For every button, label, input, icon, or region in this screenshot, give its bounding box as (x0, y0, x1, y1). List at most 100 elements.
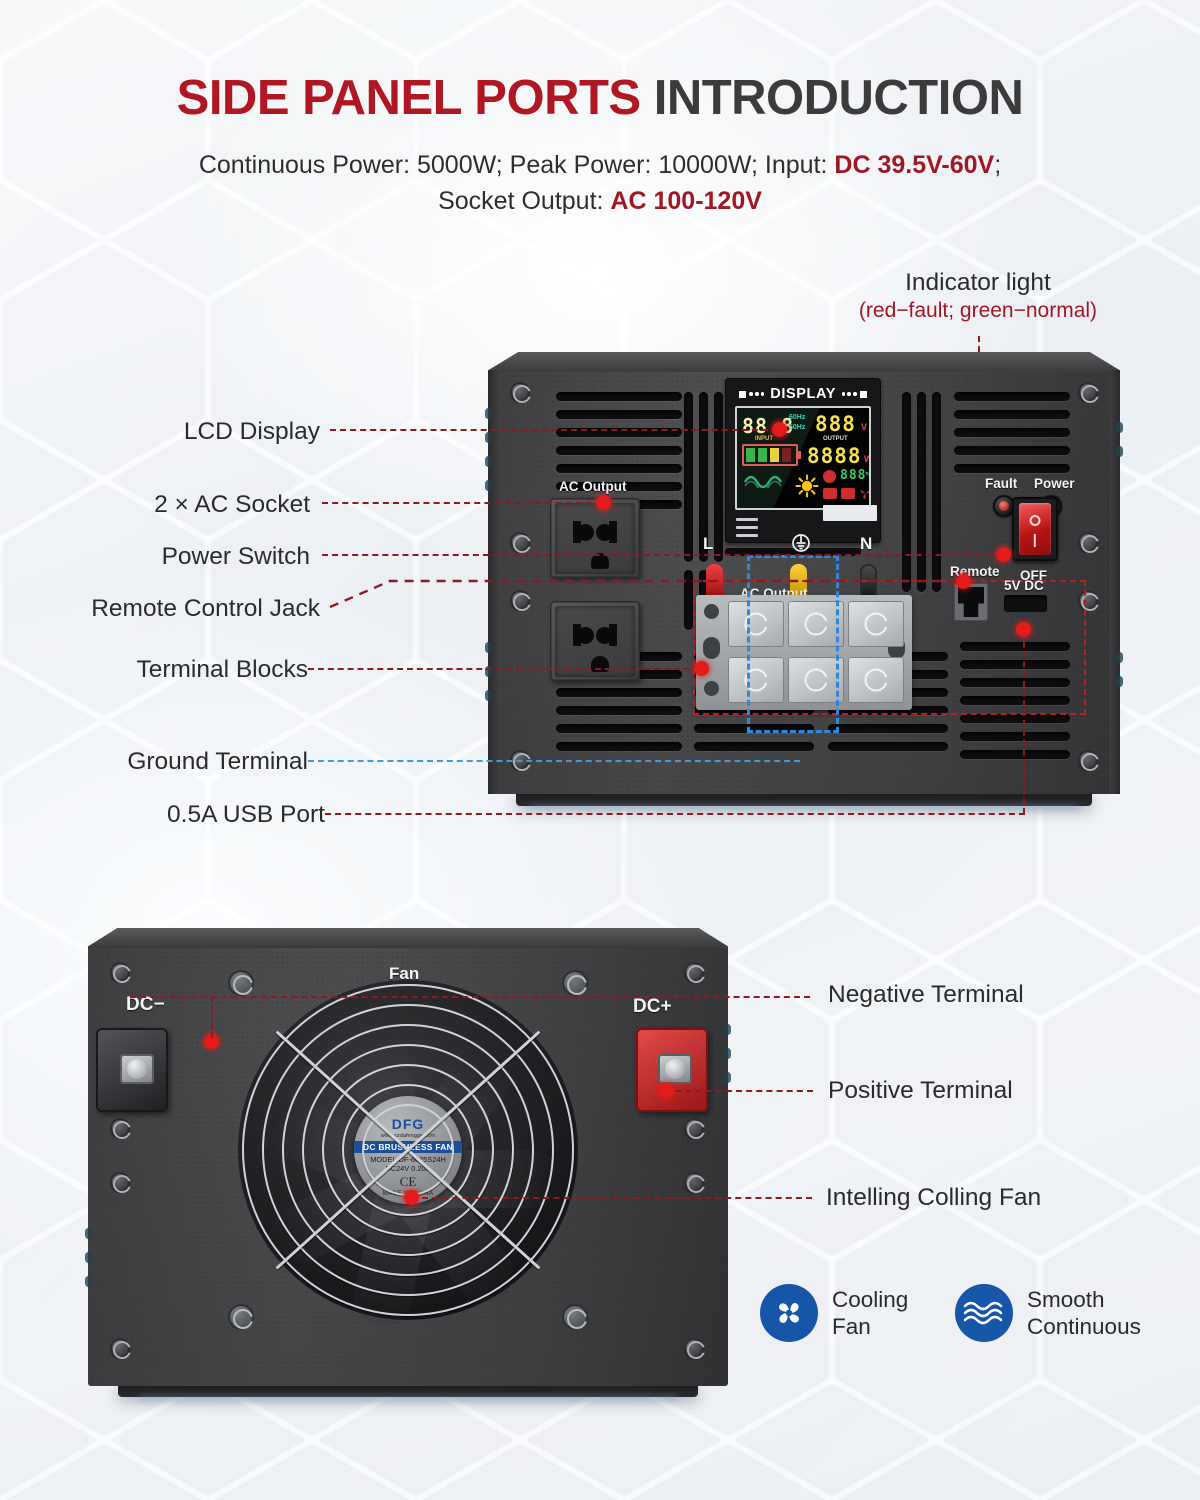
socket-right-slot (609, 624, 617, 646)
spec-input-voltage: DC 39.5V-60V (834, 151, 995, 179)
lcd-temperature: 888 (840, 468, 867, 483)
rocker-face (1019, 503, 1051, 555)
smooth-continuous-badge-circle (955, 1284, 1013, 1342)
leader-dot-lcd-display (772, 422, 787, 437)
callout-positive-terminal: Positive Terminal (828, 1077, 1013, 1104)
callout-ground-terminal: Ground Terminal (127, 748, 308, 775)
panel-screw (1078, 382, 1098, 402)
leader-dot-terminal-blocks (694, 661, 709, 676)
leader-usb-vertical (1023, 632, 1025, 814)
page-header: SIDE PANEL PORTS INTRODUCTION Continuous… (0, 70, 1200, 219)
vent-slot (556, 392, 682, 401)
terminal-screw-cell[interactable] (848, 601, 904, 647)
callout-negative-terminal: Negative Terminal (828, 981, 1024, 1008)
terminal-mount-hole (704, 681, 719, 696)
panel-screw (110, 962, 130, 982)
vent-slot (556, 428, 682, 437)
rear-panel-top-bevel (88, 928, 728, 948)
cooling-fan-badge-circle (760, 1284, 818, 1342)
terminal-screw-cell[interactable] (788, 657, 844, 703)
rocker-off-symbol-icon (1029, 515, 1041, 526)
dc-positive-terminal[interactable] (636, 1028, 708, 1112)
fan-status-icon (860, 490, 869, 499)
power-switch-rocker[interactable] (1012, 497, 1058, 561)
panel-screw (510, 382, 530, 402)
terminal-screw-cell[interactable] (728, 601, 784, 647)
ac-socket-lower[interactable] (550, 601, 640, 681)
badge-line-1: Cooling (832, 1286, 909, 1312)
fan-grill-ring (302, 1044, 514, 1256)
vent-slot (556, 742, 682, 751)
callout-terminal-blocks: Terminal Blocks (136, 656, 308, 683)
vent-slot (556, 706, 682, 715)
side-nub (1116, 422, 1123, 433)
lcd-status-chip (841, 488, 855, 499)
remote-control-jack[interactable] (954, 583, 988, 621)
fan-icon (779, 1303, 799, 1323)
vent-slot (932, 392, 941, 592)
inverter-rear-panel: Fan DC− DC+ DFG www.szdafengge.com DC BR… (85, 928, 731, 1398)
terminal-mount-hole (703, 637, 720, 659)
lcd-unit-volt: V (861, 422, 868, 432)
socket-right-round-hole (596, 524, 613, 541)
title-highlight: SIDE PANEL PORTS (176, 71, 641, 125)
vent-slot (694, 706, 814, 715)
terminal-screw-cell[interactable] (788, 601, 844, 647)
lcd-display-module[interactable]: DISPLAY 88.8 60Hz 50Hz 888 V INPUT OUTPU… (725, 378, 881, 543)
vent-slot (902, 392, 911, 592)
terminal-block[interactable] (696, 595, 912, 710)
spec-subtitle: Continuous Power: 5000W; Peak Power: 100… (0, 148, 1200, 219)
panel-screw (510, 590, 530, 610)
terminal-screw-cell[interactable] (848, 657, 904, 703)
vent-slot (694, 724, 814, 733)
vent-slot (954, 446, 1070, 455)
fault-label: Fault (985, 476, 1018, 491)
panel-screw (684, 962, 704, 982)
side-nub (1116, 652, 1123, 663)
fan-grill-ring (262, 1004, 554, 1296)
spec-line-1-suffix: ; (994, 151, 1002, 179)
leader-ground-terminal (308, 760, 800, 762)
fan-grill-mount (562, 1304, 588, 1330)
ground-symbol-icon (792, 534, 810, 552)
lcd-battery-bar (782, 448, 791, 462)
vent-slot (694, 742, 814, 751)
fan-grill-mount (228, 970, 254, 996)
vent-slot (556, 446, 682, 455)
usb-port[interactable] (1004, 595, 1047, 612)
side-nub (485, 690, 492, 701)
vent-slot (556, 482, 682, 491)
side-nub (485, 408, 492, 419)
vent-slot (960, 750, 1070, 759)
lcd-hz-bottom: 50Hz (789, 424, 806, 431)
terminal-screw-cell[interactable] (728, 657, 784, 703)
spec-line-2: Socket Output: AC 100-120V (0, 184, 1200, 220)
socket-left-slot (573, 624, 581, 646)
vent-slot (954, 410, 1070, 419)
socket-left-slot (573, 521, 581, 543)
lcd-slot (736, 526, 758, 529)
inverter-front-panel: DISPLAY 88.8 60Hz 50Hz 888 V INPUT OUTPU… (485, 352, 1123, 806)
ac-socket-upper[interactable] (550, 498, 640, 578)
vent-slot (960, 732, 1070, 741)
side-nub (1116, 676, 1123, 687)
socket-ground-hole (591, 553, 609, 569)
rear-panel-foot (118, 1383, 698, 1397)
indicator-light-title: Indicator light (905, 269, 1051, 296)
vent-slot (960, 660, 1070, 669)
dc-negative-terminal[interactable] (96, 1028, 168, 1112)
vent-slot (960, 696, 1070, 705)
socket-face (555, 606, 635, 677)
lcd-slot (736, 534, 758, 537)
vent-slot (556, 410, 682, 419)
side-nub (485, 432, 492, 443)
side-nub (724, 1024, 731, 1035)
leader-positive-terminal (665, 1090, 813, 1092)
display-dot-icon (749, 392, 753, 396)
leader-intelling-colling-fan (412, 1197, 812, 1199)
vent-slot (684, 392, 693, 562)
vent-slot (954, 428, 1070, 437)
panel-screw (1078, 750, 1098, 770)
lcd-status-chip (823, 488, 837, 499)
leader-power-switch (322, 554, 1002, 556)
